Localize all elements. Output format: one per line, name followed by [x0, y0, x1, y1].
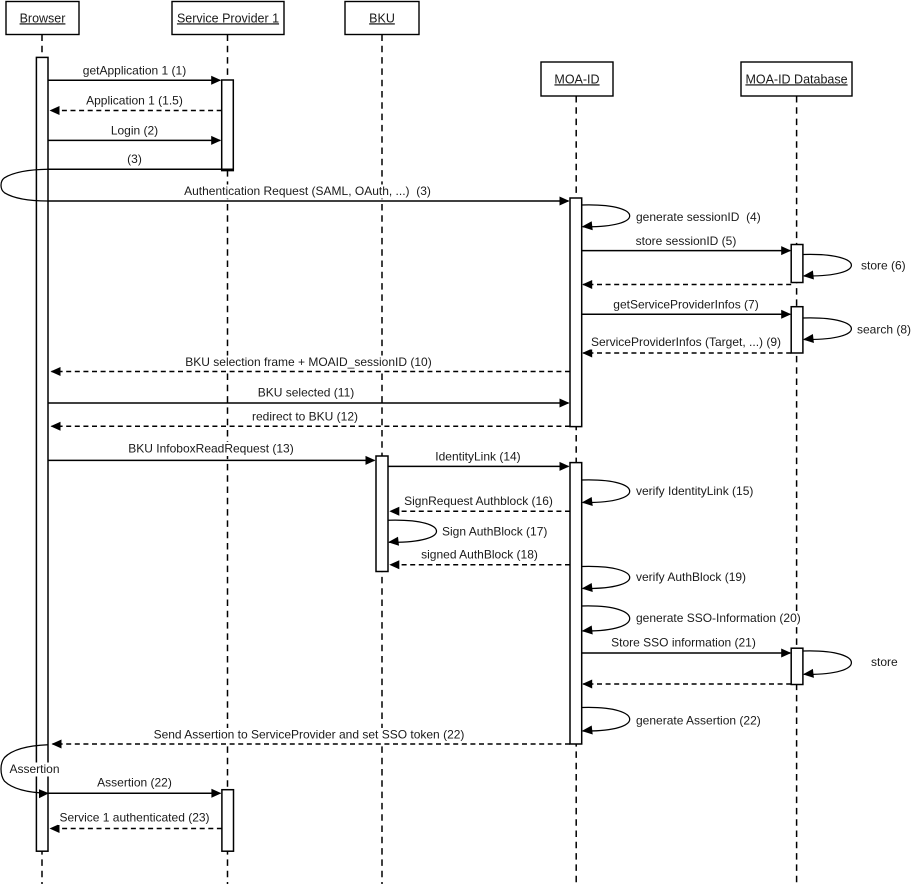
- svg-text:Login (2): Login (2): [111, 124, 158, 138]
- svg-text:generate sessionID (4): generate sessionID (4): [636, 210, 761, 224]
- svg-text:store (6): store (6): [861, 259, 906, 273]
- svg-text:verify AuthBlock (19): verify AuthBlock (19): [636, 570, 746, 584]
- svg-text:Service 1 authenticated (23): Service 1 authenticated (23): [59, 811, 209, 825]
- svg-text:store: store: [871, 655, 898, 669]
- svg-text:Store SSO information (21): Store SSO information (21): [611, 635, 756, 649]
- svg-text:store sessionID (5): store sessionID (5): [636, 234, 737, 248]
- svg-text:generate SSO-Information (20): generate SSO-Information (20): [636, 611, 801, 625]
- svg-text:BKU: BKU: [369, 11, 395, 25]
- svg-text:search (8): search (8): [857, 323, 911, 337]
- svg-text:IdentityLink (14): IdentityLink (14): [435, 450, 520, 464]
- svg-text:signed AuthBlock (18): signed AuthBlock (18): [421, 548, 538, 562]
- svg-text:Sign AuthBlock (17): Sign AuthBlock (17): [442, 524, 547, 538]
- svg-text:BKU InfoboxReadRequest (13): BKU InfoboxReadRequest (13): [128, 442, 293, 456]
- svg-text:Application 1 (1.5): Application 1 (1.5): [86, 94, 183, 108]
- svg-text:getServiceProviderInfos (7): getServiceProviderInfos (7): [613, 298, 758, 312]
- svg-text:Send Assertion to ServiceProvi: Send Assertion to ServiceProvider and se…: [154, 728, 465, 742]
- svg-text:ServiceProviderInfos (Target,: ServiceProviderInfos (Target, ...) (9): [591, 335, 781, 349]
- svg-text:Assertion (22): Assertion (22): [97, 776, 172, 790]
- svg-text:Service Provider 1: Service Provider 1: [177, 11, 279, 25]
- svg-text:MOA-ID Database: MOA-ID Database: [745, 72, 847, 86]
- svg-text:verify IdentityLink (15): verify IdentityLink (15): [636, 484, 753, 498]
- svg-text:BKU selection frame + MOAID_se: BKU selection frame + MOAID_sessionID (1…: [185, 355, 431, 369]
- svg-text:redirect to BKU (12): redirect to BKU (12): [252, 410, 358, 424]
- svg-text:getApplication 1 (1): getApplication 1 (1): [83, 64, 186, 78]
- svg-text:generate Assertion (22): generate Assertion (22): [636, 713, 761, 727]
- svg-text:SignRequest Authblock (16): SignRequest Authblock (16): [404, 494, 553, 508]
- svg-text:Browser: Browser: [20, 11, 66, 25]
- svg-text:(3): (3): [127, 152, 142, 166]
- svg-text:Authentication Request (SAML,: Authentication Request (SAML, OAuth, ...…: [184, 184, 431, 198]
- svg-text:BKU selected (11): BKU selected (11): [258, 386, 355, 400]
- svg-text:MOA-ID: MOA-ID: [554, 72, 599, 86]
- svg-text:Assertion: Assertion: [10, 762, 60, 776]
